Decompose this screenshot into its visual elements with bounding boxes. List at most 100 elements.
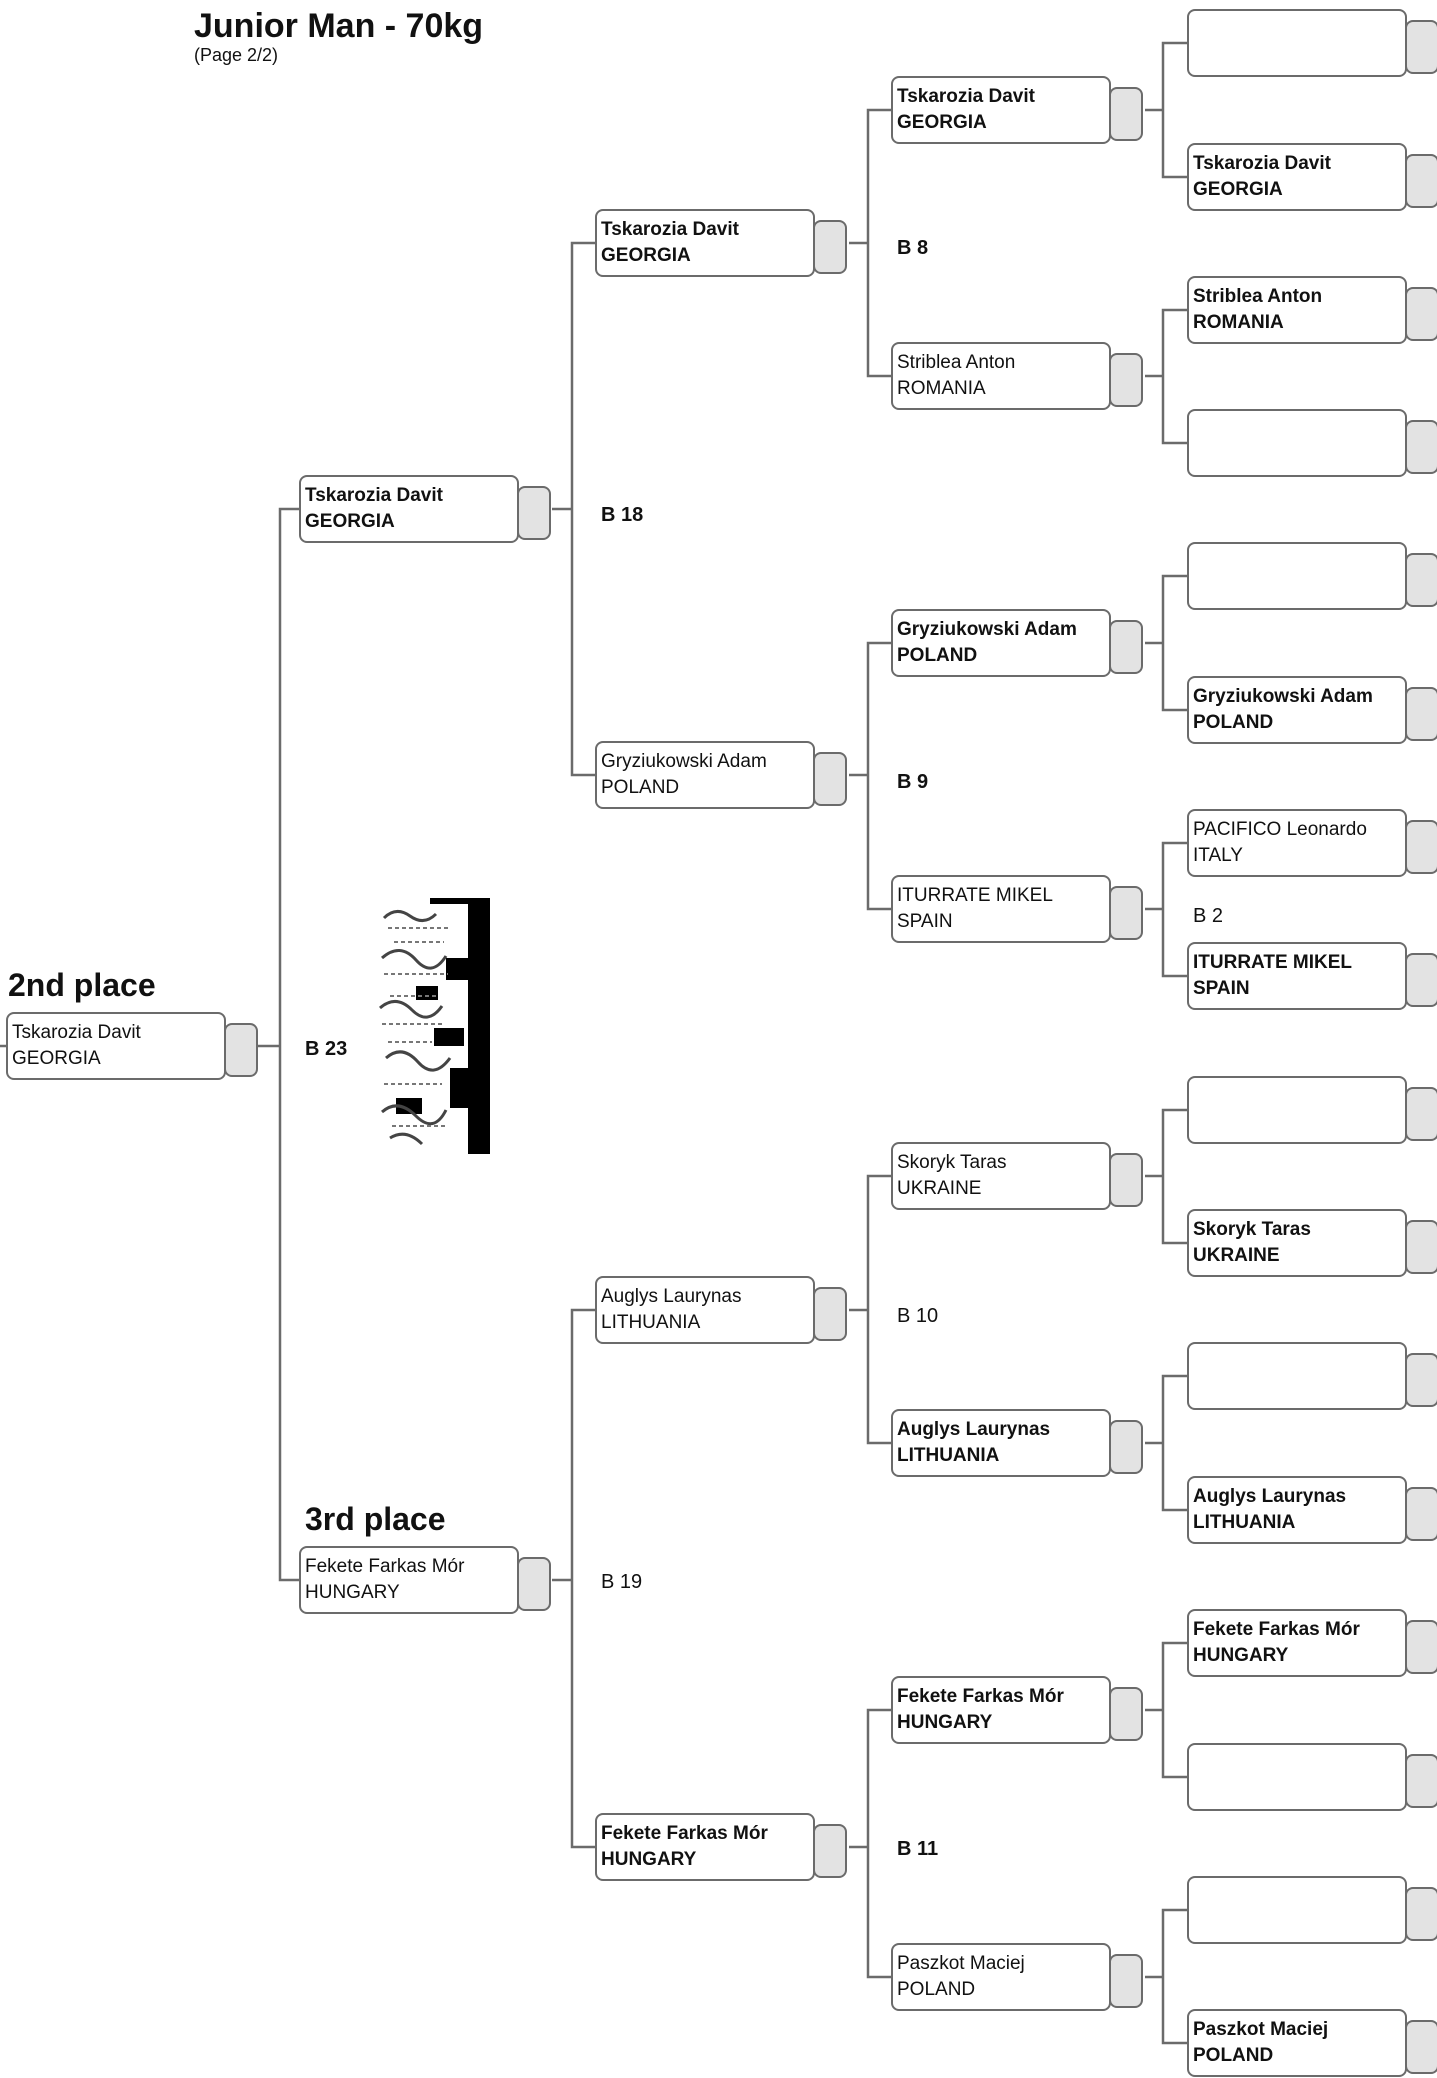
- entry-box: [1187, 1743, 1407, 1811]
- competitor-country: ROMANIA: [1193, 312, 1284, 333]
- competitor-country: GEORGIA: [601, 245, 691, 266]
- entry-box: [1187, 1342, 1407, 1410]
- bracket-entry-r4-4: [1187, 409, 1437, 477]
- competitor-country: SPAIN: [1193, 978, 1250, 999]
- connector-bracket-b19: [570, 1308, 597, 1849]
- entry-box: [1187, 1876, 1407, 1944]
- competitor-country: ITALY: [1193, 845, 1243, 866]
- score-box: [1405, 1887, 1437, 1941]
- competitor-name: Tskarozia Davit: [601, 219, 739, 240]
- connector-bracket-b9: [866, 641, 893, 911]
- competitor-name: Auglys Laurynas: [897, 1419, 1051, 1440]
- score-box: [1405, 953, 1437, 1007]
- score-box: [1109, 1153, 1143, 1207]
- bout-label: B 23: [305, 1038, 348, 1060]
- bracket-entry-r4-5: [1187, 542, 1437, 610]
- connector-bracket: [1161, 41, 1189, 179]
- competitor-country: SPAIN: [897, 911, 953, 932]
- competitor-name: Paszkot Maciej: [1193, 2019, 1329, 2040]
- competitor-country: LITHUANIA: [601, 1312, 701, 1333]
- competitor-country: GEORGIA: [12, 1048, 101, 1069]
- bout-label: B 18: [601, 504, 644, 526]
- score-box: [1109, 87, 1143, 141]
- score-box: [1405, 287, 1437, 341]
- bout-label: B 19: [601, 1571, 643, 1593]
- bracket-entry-r3-4: ITURRATE MIKEL SPAIN: [891, 875, 1147, 943]
- score-box: [813, 1287, 847, 1341]
- competitor-name: Auglys Laurynas: [1193, 1486, 1347, 1507]
- competitor-name: Striblea Anton: [1193, 286, 1323, 307]
- entry-box: [1187, 9, 1407, 77]
- connector-bracket: [1161, 1641, 1189, 1779]
- entry-box: [1187, 409, 1407, 477]
- score-box: [1405, 1087, 1437, 1141]
- competitor-name: Fekete Farkas Mór: [305, 1556, 465, 1577]
- bout-label: B 9: [897, 771, 929, 793]
- score-box: [813, 752, 847, 806]
- competitor-name: ITURRATE MIKEL: [897, 885, 1053, 906]
- score-box: [1405, 154, 1437, 208]
- score-box: [224, 1023, 258, 1077]
- score-box: [1405, 553, 1437, 607]
- score-box: [1405, 1220, 1437, 1274]
- bracket-entry-r4-11: [1187, 1342, 1437, 1410]
- bracket-title: Junior Man - 70kg: [194, 7, 484, 45]
- bracket-entry-r4-14: [1187, 1743, 1437, 1811]
- competitor-name: PACIFICO Leonardo: [1193, 819, 1367, 840]
- score-box: [1405, 820, 1437, 874]
- score-box: [1109, 1420, 1143, 1474]
- competitor-name: Gryziukowski Adam: [1193, 686, 1373, 707]
- connector-bracket: [1161, 574, 1189, 712]
- score-box: [1109, 620, 1143, 674]
- connector-bracket-b18: [570, 241, 597, 777]
- third-place-label: 3rd place: [305, 1501, 446, 1537]
- score-box: [1109, 1687, 1143, 1741]
- bracket-entry-r4-15: [1187, 1876, 1437, 1944]
- competitor-name: Skoryk Taras: [897, 1152, 1007, 1173]
- competitor-country: POLAND: [1193, 712, 1274, 733]
- competitor-country: POLAND: [601, 777, 680, 798]
- score-box: [1109, 886, 1143, 940]
- connector-bracket-b8: [866, 108, 893, 378]
- competitor-country: ROMANIA: [897, 378, 986, 399]
- competitor-name: Fekete Farkas Mór: [1193, 1619, 1360, 1640]
- score-box: [1405, 2020, 1437, 2074]
- score-box: [1109, 353, 1143, 407]
- competitor-country: HUNGARY: [305, 1582, 400, 1603]
- entry-box: [1187, 542, 1407, 610]
- competitor-name: Gryziukowski Adam: [897, 619, 1077, 640]
- bout-label: B 2: [1193, 905, 1224, 927]
- competitor-country: POLAND: [897, 1979, 976, 2000]
- score-box: [517, 486, 551, 540]
- competitor-country: GEORGIA: [305, 511, 395, 532]
- competitor-name: Tskarozia Davit: [1193, 153, 1331, 174]
- competitor-name: Auglys Laurynas: [601, 1286, 742, 1307]
